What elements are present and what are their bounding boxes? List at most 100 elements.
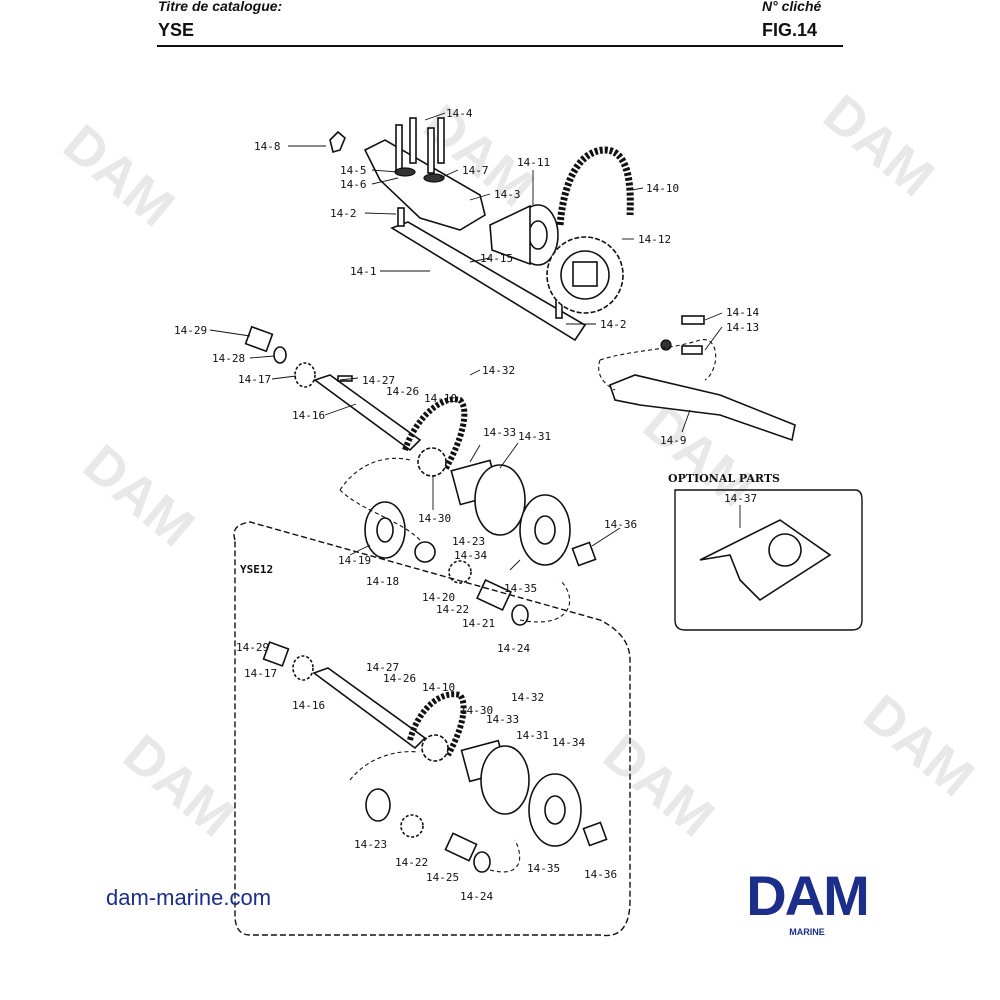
optional-parts-title: OPTIONAL PARTS bbox=[668, 472, 780, 485]
watermark: DAM bbox=[812, 83, 945, 208]
callout-14-28: 14-28 bbox=[212, 352, 245, 365]
callout-14-21: 14-21 bbox=[462, 617, 495, 630]
callout-14-37: 14-37 bbox=[724, 492, 757, 505]
bolt-part bbox=[437, 117, 445, 164]
sprocket-part bbox=[417, 447, 447, 477]
dam-marine-logo: DAM MARINE bbox=[718, 864, 896, 938]
callout-14-10: 14-10 bbox=[646, 182, 679, 195]
leader-lines bbox=[209, 112, 741, 571]
chain-part bbox=[407, 691, 467, 757]
logo-subtitle: MARINE bbox=[789, 927, 825, 937]
callout-14-17-lower: 14-17 bbox=[244, 667, 277, 680]
watermark: DAM bbox=[52, 113, 185, 238]
sprocket-part bbox=[572, 261, 598, 287]
callout-14-23-lower: 14-23 bbox=[354, 838, 387, 851]
watermark: DAM bbox=[852, 683, 985, 808]
pulley-part bbox=[544, 795, 566, 825]
callout-14-34-lower: 14-34 bbox=[552, 736, 585, 749]
callout-14-8: 14-8 bbox=[254, 140, 281, 153]
shaft-part bbox=[312, 667, 427, 750]
bolt-part bbox=[395, 124, 403, 171]
callout-14-16: 14-16 bbox=[292, 409, 325, 422]
pin-part bbox=[397, 207, 405, 227]
callout-14-33: 14-33 bbox=[483, 426, 516, 439]
shaft-part bbox=[313, 374, 422, 452]
callout-14-10-lower: 14-10 bbox=[422, 681, 455, 694]
hub-part bbox=[528, 220, 548, 250]
drum-part bbox=[474, 464, 526, 536]
callout-14-12: 14-12 bbox=[638, 233, 671, 246]
bolt-part bbox=[427, 127, 435, 174]
callout-14-5: 14-5 bbox=[340, 164, 367, 177]
callout-14-35: 14-35 bbox=[504, 582, 537, 595]
ring-part bbox=[473, 851, 491, 873]
callout-14-32: 14-32 bbox=[482, 364, 515, 377]
callout-14-9: 14-9 bbox=[660, 434, 687, 447]
bolt-part bbox=[681, 315, 705, 325]
lever-part bbox=[609, 374, 796, 442]
gear-part bbox=[292, 655, 314, 681]
callout-14-25: 14-25 bbox=[426, 871, 459, 884]
callout-14-14: 14-14 bbox=[726, 306, 759, 319]
cap-part bbox=[262, 641, 290, 667]
optional-parts-frame bbox=[674, 489, 863, 631]
pulley-part bbox=[534, 515, 556, 545]
website-link[interactable]: dam-marine.com bbox=[106, 885, 272, 910]
upper-assembly bbox=[329, 117, 796, 442]
hub-part bbox=[376, 517, 394, 543]
pin-part bbox=[329, 130, 346, 153]
linkage-outline bbox=[598, 359, 616, 391]
callout-14-27: 14-27 bbox=[362, 374, 395, 387]
hub-part bbox=[365, 788, 391, 822]
chain-guard-part bbox=[699, 519, 832, 602]
callout-14-23: 14-23 bbox=[452, 535, 485, 548]
callout-14-26: 14-26 bbox=[386, 385, 419, 398]
callout-14-6: 14-6 bbox=[340, 178, 367, 191]
hub-part bbox=[489, 204, 531, 266]
callout-14-20: 14-20 bbox=[422, 591, 455, 604]
callout-14-36: 14-36 bbox=[604, 518, 637, 531]
callout-14-24: 14-24 bbox=[497, 642, 530, 655]
callout-14-15: 14-15 bbox=[480, 252, 513, 265]
callout-14-33-lower: 14-33 bbox=[486, 713, 519, 726]
washer-part bbox=[423, 173, 445, 183]
lower-assembly bbox=[262, 641, 608, 873]
bearing-part bbox=[448, 560, 472, 584]
callout-14-29: 14-29 bbox=[174, 324, 207, 337]
bolt-part bbox=[681, 345, 703, 355]
callout-14-13: 14-13 bbox=[726, 321, 759, 334]
drum-part bbox=[480, 745, 530, 815]
catalog-title-value: YSE bbox=[158, 20, 195, 40]
catalog-title-label: Titre de catalogue: bbox=[158, 0, 283, 14]
callout-14-11: 14-11 bbox=[517, 156, 550, 169]
callout-14-35-lower: 14-35 bbox=[527, 862, 560, 875]
linkage-outline bbox=[599, 339, 717, 381]
callout-14-30-lower: 14-30 bbox=[460, 704, 493, 717]
sleeve-part bbox=[444, 832, 478, 862]
figure-ref-value: FIG.14 bbox=[762, 20, 818, 40]
callout-14-1: 14-1 bbox=[350, 265, 377, 278]
cap-part bbox=[244, 325, 274, 353]
callout-14-2: 14-2 bbox=[330, 207, 357, 220]
callout-14-36-lower: 14-36 bbox=[584, 868, 617, 881]
callout-14-22-lower: 14-22 bbox=[395, 856, 428, 869]
optional-parts-box: OPTIONAL PARTS bbox=[668, 472, 863, 631]
sprocket-part bbox=[421, 734, 449, 762]
callout-14-29-lower: 14-29 bbox=[236, 641, 269, 654]
callout-14-3: 14-3 bbox=[494, 188, 521, 201]
yse12-frame bbox=[233, 521, 631, 937]
gear-part bbox=[294, 362, 316, 388]
callout-14-24-lower: 14-24 bbox=[460, 890, 493, 903]
callout-14-30: 14-30 bbox=[418, 512, 451, 525]
callout-14-4: 14-4 bbox=[446, 107, 473, 120]
callout-14-17: 14-17 bbox=[238, 373, 271, 386]
bolt-part bbox=[409, 117, 417, 164]
callout-14-10-middle: 14-10 bbox=[424, 392, 457, 405]
logo-wordmark: DAM bbox=[746, 864, 870, 927]
chain-part bbox=[556, 146, 634, 226]
header-rule bbox=[157, 45, 843, 47]
clip-part bbox=[273, 346, 287, 364]
spacer-part bbox=[582, 821, 608, 847]
watermark: DAM bbox=[112, 723, 245, 848]
